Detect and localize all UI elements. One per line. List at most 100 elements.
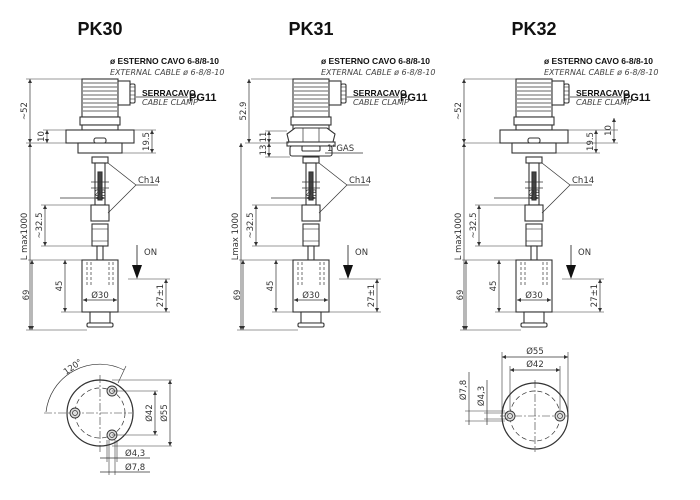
dim-flange-total: 19.5: [142, 132, 152, 151]
dim-length: L max1000: [20, 213, 30, 261]
mounting-hole: [69, 407, 81, 419]
float-diameter: Ø30: [302, 290, 320, 301]
float-rod: [530, 245, 538, 261]
head-collar: [515, 124, 553, 131]
arrowhead: [375, 308, 379, 312]
arrowhead: [477, 205, 481, 209]
arrowhead: [95, 196, 99, 200]
gas-label: 1"GAS: [327, 144, 354, 154]
connector-side-box: [328, 80, 342, 106]
angle-extension: [117, 365, 127, 384]
arrowhead: [267, 143, 271, 147]
arrowhead: [267, 153, 271, 157]
arrowhead: [168, 380, 172, 384]
arrowhead: [28, 139, 32, 143]
product-title: PK31: [288, 19, 333, 39]
on-label: ON: [578, 248, 591, 258]
arrowhead: [45, 139, 49, 143]
dim-float-total: 69: [233, 290, 243, 301]
arrowhead: [247, 139, 251, 143]
angle-arc: [45, 363, 125, 413]
flange-body: [77, 142, 123, 154]
arrowhead: [101, 196, 105, 200]
cable-label-en: EXTERNAL CABLE ø 6-8/8-10: [110, 68, 224, 77]
reed-switch: [97, 171, 103, 201]
arrowhead: [510, 368, 514, 372]
product-title: PK30: [77, 19, 122, 39]
dim-length: L max1000: [454, 213, 464, 261]
arrowhead: [153, 391, 157, 395]
arrowhead: [529, 196, 533, 200]
arrowhead: [598, 279, 602, 283]
hex-fitting: [90, 204, 110, 222]
connector-side-box: [117, 80, 131, 106]
arrowhead: [164, 308, 168, 312]
arrowhead: [83, 298, 87, 302]
dim-flange-total: 19.5: [586, 132, 596, 151]
arrowhead: [375, 279, 379, 283]
hole-bore: [507, 413, 513, 419]
on-label: ON: [144, 248, 157, 258]
wrench-leader: [541, 184, 571, 214]
arrowhead: [28, 79, 32, 83]
wrench-leader: [107, 184, 137, 214]
hex-fitting: [301, 204, 321, 222]
dim-hole: Ø4,3: [125, 448, 145, 459]
upper-nut: [302, 156, 320, 164]
dim-float-height: 45: [266, 281, 276, 292]
float: [81, 259, 119, 313]
cable-gland: [563, 83, 570, 104]
arrowhead: [464, 260, 468, 264]
rod-diameter: Ø8: [305, 188, 317, 199]
dim-float-height: 45: [55, 281, 65, 292]
arrowhead: [598, 308, 602, 312]
on-label: ON: [355, 248, 368, 258]
dim-nut: ~32.5: [35, 212, 45, 238]
arrowhead: [274, 260, 278, 264]
arrowhead: [164, 279, 168, 283]
float-stop: [300, 311, 322, 324]
float-rod: [96, 245, 104, 261]
hex-fitting: [524, 204, 544, 222]
float-stop-washer: [520, 322, 548, 328]
arrowhead: [294, 298, 298, 302]
dim-head: 52.9: [239, 102, 249, 121]
dim-switch-point: 27±1: [156, 284, 166, 307]
dim-outer: Ø55: [526, 346, 544, 357]
arrowhead: [612, 118, 616, 122]
dim-counterbore: Ø7,8: [458, 380, 469, 400]
arrowhead: [556, 368, 560, 372]
arrowhead: [267, 131, 271, 135]
arrowhead: [241, 260, 245, 264]
wrench-leader: [318, 184, 348, 214]
hex-nut: [286, 127, 336, 143]
wrench-label: Ch14: [572, 176, 594, 186]
dim-outer: Ø55: [159, 404, 170, 422]
float-stop-washer: [86, 322, 114, 328]
arrowhead: [45, 130, 49, 134]
angle-label: 120°: [62, 358, 85, 378]
float-stop: [89, 311, 111, 324]
arrowhead: [63, 308, 67, 312]
upper-nut: [91, 156, 109, 164]
arrowhead: [43, 242, 47, 246]
arrowhead: [502, 355, 506, 359]
arrowhead: [564, 355, 568, 359]
dim-switch-point: 27±1: [590, 284, 600, 307]
wrench-label: Ch14: [138, 176, 160, 186]
arrowhead: [274, 308, 278, 312]
cable-label-en: EXTERNAL CABLE ø 6-8/8-10: [544, 68, 658, 77]
arrowhead: [497, 308, 501, 312]
connector-side-box: [551, 80, 565, 106]
arrowhead: [497, 260, 501, 264]
dim-pcd: Ø42: [526, 359, 544, 370]
arrowhead: [113, 298, 117, 302]
thread-label: PG11: [623, 92, 651, 104]
rod-diameter: Ø8: [94, 188, 106, 199]
arrowhead: [241, 326, 245, 330]
arrowhead: [43, 205, 47, 209]
arrowhead: [306, 196, 310, 200]
clamp-label-en: CABLE CLAMP: [353, 98, 409, 107]
